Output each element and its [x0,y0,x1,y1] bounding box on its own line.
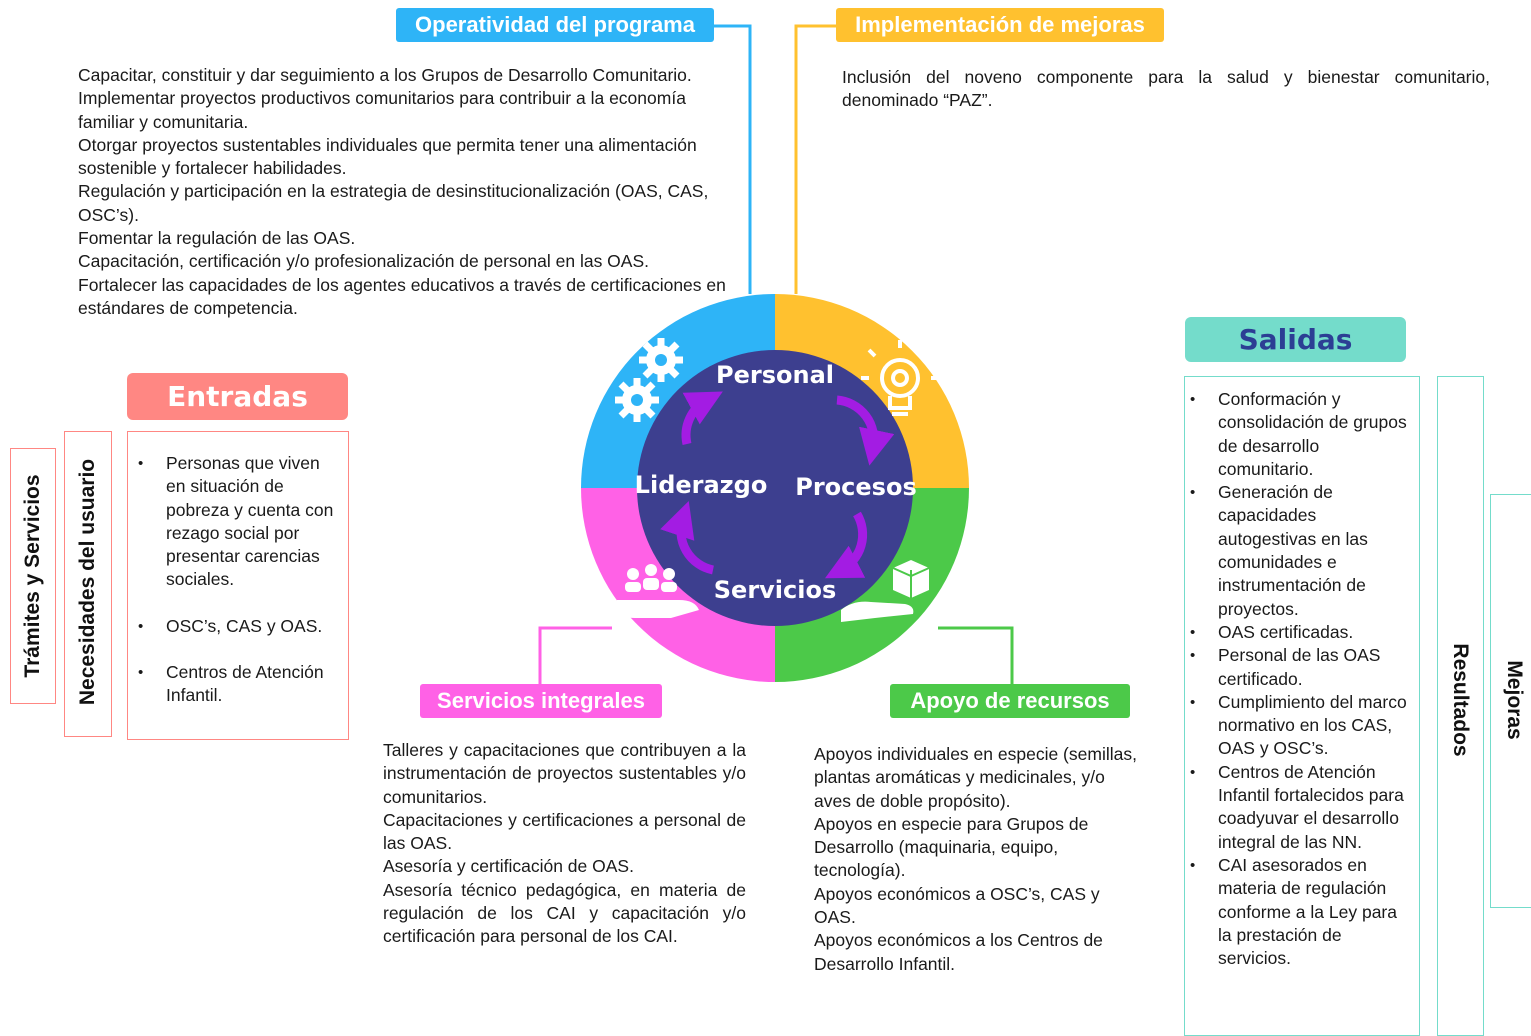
arrow-top-left [681,391,723,445]
apoyo-item: Apoyos en especie para Grupos de Desarro… [814,813,1089,881]
entradas-box [127,431,349,740]
necesidades-label: Necesidades del usuario [76,458,99,706]
mejoras-label: Mejoras [1503,660,1526,740]
servicios-item: Asesoría técnico pedagógica, en materia … [383,879,746,947]
mejoras-frame [1490,494,1531,908]
resultados-label: Resultados [1449,643,1472,757]
cycle-personal: Personal [716,361,834,389]
salidas-item: OAS certificadas. [1190,621,1412,645]
operatividad-item: Fortalecer las capacidades de los agente… [78,274,726,318]
entradas-item: OSC’s, CAS y OAS. [138,615,344,639]
entradas-item: Personas que viven en situación de pobre… [138,452,344,592]
mejoras-impl-text-block: Inclusión del noveno componente para la … [842,66,1490,113]
arrow-bottom-left [660,500,715,575]
cycle-procesos: Procesos [795,473,916,501]
salidas-item: Centros de Atención Infantil fortalecido… [1190,761,1412,854]
operatividad-item: Capacitar, constituir y dar seguimiento … [78,65,692,85]
operatividad-list: Capacitar, constituir y dar seguimiento … [78,64,733,320]
mejoras-impl-title: Implementación de mejoras [836,8,1164,42]
salidas-item: Generación de capacidades autogestivas e… [1190,481,1412,621]
salidas-item: Conformación y consolidación de grupos d… [1190,388,1412,481]
lightbulb-icon [861,340,939,416]
operatividad-title: Operatividad del programa [396,8,714,42]
operatividad-item: Implementar proyectos productivos comuni… [78,88,686,132]
connector-mejoras [794,24,836,294]
operatividad-item: Capacitación, certificación y/o profesio… [78,251,650,272]
apoyo-item: Apoyos económicos a los Centros de Desar… [814,930,1103,974]
salidas-item: Personal de las OAS certificado. [1190,644,1412,691]
apoyo-recursos-list: Apoyos individuales en especie (semillas… [814,743,1144,976]
arrow-bottom-right [825,511,868,579]
tramites-label: Trámites y Servicios [21,474,44,678]
servicios-item: Capacitaciones y certificaciones a perso… [383,809,746,854]
salidas-item: CAI asesorados en materia de regulación … [1190,854,1412,970]
connector-operatividad [714,24,752,294]
apoyo-recursos-title: Apoyo de recursos [890,684,1130,718]
operatividad-item: Regulación y participación en la estrate… [78,181,709,225]
arrow-top-right [836,395,895,466]
necesidades-frame [64,431,112,737]
tramites-frame [10,448,56,704]
mejoras-impl-text: Inclusión del noveno componente para la … [842,67,1490,111]
servicios-integrales-list: Talleres y capacitaciones que contribuye… [383,739,746,949]
cycle-liderazgo: Liderazgo [635,471,768,499]
salidas-item: Cumplimiento del marco normativo en los … [1190,691,1412,761]
servicios-item: Asesoría y certificación de OAS. [383,856,634,877]
cycle-diagram: Personal Procesos Servicios Liderazgo [581,294,969,682]
connector-servicios [538,626,612,688]
apoyo-item: Apoyos individuales en especie (semillas… [814,744,1137,811]
box-hand-icon [841,560,930,622]
salidas-list: Conformación y consolidación de grupos d… [1190,388,1412,970]
connector-apoyo [938,626,1014,688]
entradas-title: Entradas [127,373,348,420]
cycle-servicios: Servicios [714,576,837,604]
apoyo-item: Apoyos económicos a OSC’s, CAS y OAS. [814,883,1100,928]
community-hand-icon [617,564,699,618]
entradas-list: Personas que viven en situación de pobre… [138,452,344,708]
gears-icon [615,338,683,422]
operatividad-item: Fomentar la regulación de las OAS. [78,228,356,249]
operatividad-item: Otorgar proyectos sustentables individua… [78,134,697,179]
servicios-integrales-title: Servicios integrales [420,684,662,718]
salidas-title: Salidas [1185,317,1406,362]
entradas-item: Centros de Atención Infantil. [138,661,344,708]
servicios-item: Talleres y capacitaciones que contribuye… [383,740,746,807]
